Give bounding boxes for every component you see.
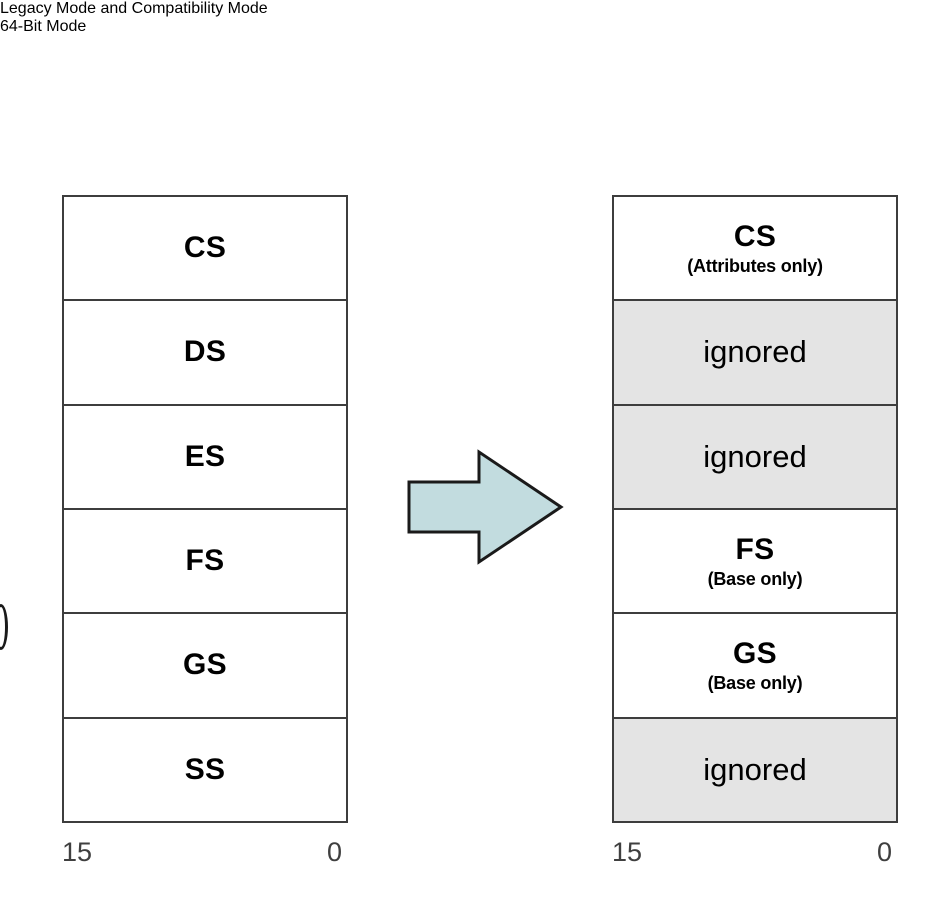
table-row: SS <box>64 718 346 821</box>
right-column-title: 64-Bit Mode <box>0 18 87 35</box>
register-name: FS <box>185 544 225 578</box>
table-row: GS (Base only) <box>614 614 896 719</box>
sixty-four-bit-mode-register-table: CS (Attributes only) ignored ignored FS … <box>612 195 905 830</box>
register-name: GS <box>733 636 777 670</box>
register-name: SS <box>184 752 226 786</box>
table-row: ignored <box>614 718 896 821</box>
bit-label-high: 15 <box>62 837 93 867</box>
clipped-glyph-fragment <box>0 604 8 650</box>
left-bit-index-labels: 15 0 <box>62 835 342 879</box>
register-name: ignored <box>703 751 807 787</box>
table-row: FS <box>64 509 346 615</box>
register-name: ignored <box>703 438 807 474</box>
table-row: GS <box>64 614 346 719</box>
register-name: GS <box>183 648 227 682</box>
table-row: ES <box>64 405 346 510</box>
register-note: (Base only) <box>707 672 803 693</box>
register-name: CS <box>183 231 227 265</box>
legacy-mode-register-table: CS DS ES FS GS SS <box>62 195 355 830</box>
right-arrow-icon <box>407 449 564 565</box>
table-row: CS <box>64 197 346 302</box>
table-row: FS (Base only) <box>614 509 896 615</box>
register-name: ES <box>184 439 226 473</box>
register-name: ignored <box>703 334 807 370</box>
table-row: ignored <box>614 301 896 406</box>
bit-label-low: 0 <box>326 837 342 867</box>
right-bit-index-labels: 15 0 <box>612 835 892 879</box>
left-column-title: Legacy Mode and Compatibility Mode <box>0 0 268 17</box>
table-row: DS <box>64 301 346 406</box>
bit-label-low: 0 <box>876 837 892 867</box>
register-name: CS <box>733 219 777 253</box>
register-note: (Attributes only) <box>687 255 823 276</box>
register-name: DS <box>183 335 227 369</box>
bit-label-high: 15 <box>612 837 643 867</box>
arrow-shape <box>407 449 564 565</box>
table-row: CS (Attributes only) <box>614 197 896 302</box>
register-name: FS <box>735 532 775 566</box>
table-row: ignored <box>614 405 896 510</box>
register-note: (Base only) <box>707 568 803 589</box>
